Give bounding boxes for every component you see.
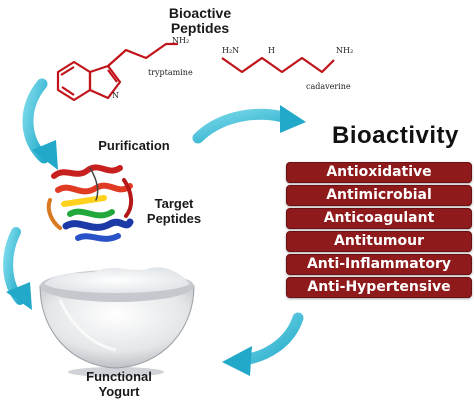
arrow-head-purification [32, 140, 58, 170]
arrow-bioactivity-to-yogurt [238, 312, 304, 366]
tryptamine-amine-label: NH₂ [172, 36, 190, 45]
target-line-1: Target [154, 196, 194, 211]
cadaverine-name: cadaverine [306, 82, 351, 91]
arrow-yogurt-to-bioactivity [192, 108, 292, 144]
purification-label: Purification [98, 138, 170, 153]
arrow-head-return-yogurt [222, 346, 252, 376]
header-line-1: Bioactive [168, 5, 232, 21]
bioactivity-item: Antimicrobial [286, 185, 472, 206]
cadaverine-hydrogen: H [268, 46, 275, 55]
bioactivity-item: Antioxidative [286, 162, 472, 183]
header-title: Bioactive Peptides [152, 6, 248, 36]
arrow-head-yogurt [6, 282, 32, 310]
cadaverine-structure [221, 56, 335, 74]
tryptamine-name: tryptamine [148, 68, 193, 77]
cadaverine-right-amine: NH₂ [336, 46, 354, 55]
arrow-head-bioactivity [280, 105, 306, 133]
protein-structure-image [46, 164, 134, 242]
yogurt-bowl-image [39, 267, 195, 377]
target-peptides-label: Target Peptides [132, 196, 216, 226]
cadaverine-left-amine: H₂N [222, 46, 240, 55]
yogurt-line-1: Functional [86, 369, 152, 384]
bioactivity-title: Bioactivity [332, 122, 459, 149]
bioactivity-item: Anti-Hypertensive [286, 277, 472, 298]
flow-arrows [3, 78, 306, 376]
bioactivity-item: Anticoagulant [286, 208, 472, 229]
tryptamine-structure [56, 42, 178, 102]
tryptamine-ring-nitrogen: N [112, 91, 119, 100]
bioactivity-item: Anti-Inflammatory [286, 254, 472, 275]
functional-yogurt-label: Functional Yogurt [64, 369, 174, 399]
yogurt-line-2: Yogurt [98, 384, 140, 399]
header-line-2: Peptides [170, 20, 230, 36]
bioactivity-item: Antitumour [286, 231, 472, 252]
target-line-2: Peptides [146, 211, 202, 226]
